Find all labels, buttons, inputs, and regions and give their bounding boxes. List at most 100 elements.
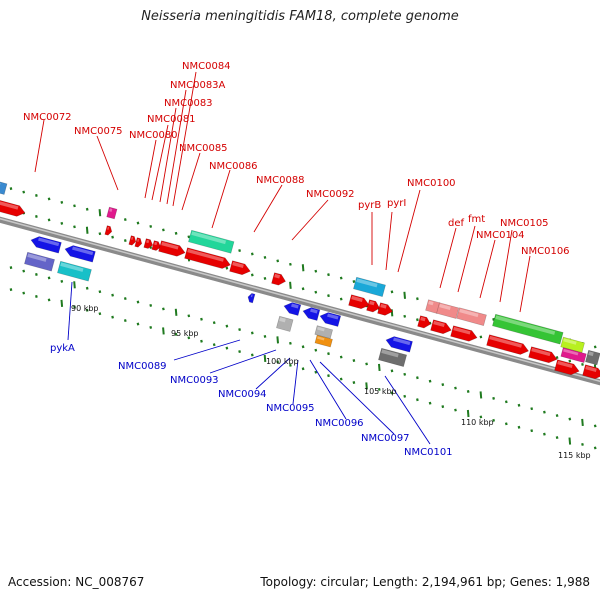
reverse-gene-arrow[interactable]	[456, 307, 487, 326]
scale-tick	[504, 400, 508, 404]
reverse-gene-arrow[interactable]	[30, 235, 62, 254]
reverse-gene-arrow[interactable]	[560, 336, 585, 353]
scale-tick	[60, 279, 64, 283]
forward-gene-arrow[interactable]	[430, 319, 453, 336]
forward-gene-label[interactable]: NMC0080	[129, 130, 178, 141]
forward-gene-label[interactable]: NMC0086	[209, 161, 258, 172]
reverse-gene-arrow[interactable]	[436, 302, 460, 319]
reverse-gene-label[interactable]: NMC0096	[315, 418, 364, 429]
forward-gene-label[interactable]: def	[448, 218, 465, 229]
reverse-gene-label[interactable]: pykA	[50, 343, 75, 354]
forward-gene-label[interactable]: NMC0088	[256, 175, 305, 186]
scale-ticks	[9, 187, 597, 450]
forward-gene-label[interactable]: NMC0083A	[170, 80, 226, 91]
reverse-gene-arrow[interactable]	[314, 325, 333, 339]
reverse-gene-label[interactable]: NMC0093	[170, 375, 219, 386]
scale-tick	[543, 432, 546, 436]
forward-gene-arrow[interactable]	[486, 334, 530, 357]
forward-gene-label[interactable]: NMC0072	[23, 112, 72, 123]
forward-gene-label[interactable]: NMC0085	[179, 143, 228, 154]
reverse-gene-label[interactable]: NMC0097	[361, 433, 410, 444]
forward-gene-label[interactable]: NMC0081	[147, 114, 196, 125]
scale-tick	[593, 345, 597, 349]
reverse-gene-arrow[interactable]	[492, 313, 564, 345]
forward-gene-arrow[interactable]	[366, 299, 381, 314]
forward-gene-arrow[interactable]	[104, 225, 113, 236]
reverse-gene-arrow[interactable]	[24, 251, 55, 272]
forward-gene-arrow[interactable]	[528, 346, 559, 365]
forward-gene-label[interactable]: NMC0105	[500, 218, 549, 229]
forward-gene-arrow[interactable]	[134, 237, 143, 248]
reverse-gene-arrow[interactable]	[378, 347, 408, 367]
reverse-gene-arrow[interactable]	[188, 229, 235, 254]
reverse-gene-arrow[interactable]	[319, 311, 342, 327]
forward-gene-arrow[interactable]	[348, 294, 371, 311]
forward-gene-label[interactable]: pyrB	[358, 200, 381, 211]
scale-tick	[327, 273, 330, 277]
scale-tick	[73, 281, 76, 289]
gene-callout-line	[253, 184, 283, 233]
forward-gene-label[interactable]: pyrI	[387, 198, 406, 209]
reverse-gene-arrow[interactable]	[302, 306, 321, 321]
forward-gene-arrow[interactable]	[143, 238, 154, 250]
forward-gene-arrow[interactable]	[229, 260, 252, 277]
scale-tick	[365, 362, 368, 366]
reverse-gene-arrow[interactable]	[276, 315, 294, 332]
scale-tick	[289, 363, 292, 367]
scale-tick	[47, 218, 51, 222]
reverse-gene-label[interactable]: NMC0101	[404, 447, 453, 458]
scale-tick	[85, 207, 89, 211]
reverse-gene-arrow[interactable]	[57, 260, 92, 282]
forward-gene-label[interactable]: NMC0104	[476, 230, 525, 241]
gene-callout-line	[144, 139, 157, 199]
forward-gene-label[interactable]: NMC0075	[74, 126, 123, 137]
forward-gene-arrow[interactable]	[158, 240, 187, 258]
forward-gene-label[interactable]: NMC0084	[182, 61, 231, 72]
reverse-gene-label[interactable]: NMC0089	[118, 361, 167, 372]
reverse-gene-arrow[interactable]	[585, 349, 600, 366]
scale-tick	[35, 273, 38, 276]
reverse-gene-arrow[interactable]	[314, 334, 333, 348]
accession-text: Accession: NC_008767	[8, 575, 145, 589]
forward-gene-arrow[interactable]	[450, 325, 479, 343]
forward-gene-arrow[interactable]	[0, 199, 26, 218]
reverse-gene-arrow[interactable]	[0, 180, 8, 195]
scale-tick	[9, 187, 13, 191]
forward-gene-label[interactable]: fmt	[468, 214, 485, 225]
scale-tick	[555, 436, 559, 440]
gene-callout-line	[67, 281, 73, 341]
scale-label: 95 kbp	[171, 329, 199, 338]
scale-tick	[301, 367, 305, 371]
forward-gene-arrow[interactable]	[582, 364, 600, 381]
gene-callout-line	[209, 349, 277, 374]
scale-label: 115 kbp	[558, 451, 591, 460]
forward-gene-arrow[interactable]	[554, 359, 581, 377]
reverse-gene-arrow[interactable]	[106, 206, 118, 220]
reverse-gene-arrow[interactable]	[64, 244, 96, 263]
forward-gene-arrow[interactable]	[184, 247, 232, 271]
reverse-gene-arrow[interactable]	[560, 347, 587, 363]
forward-gene-label[interactable]: NMC0083	[164, 98, 213, 109]
reverse-gene-label[interactable]: NMC0095	[266, 403, 315, 414]
reverse-gene-arrow[interactable]	[353, 276, 386, 298]
scale-tick	[390, 391, 394, 395]
scale-tick	[60, 299, 64, 307]
reverse-gene-arrow[interactable]	[247, 293, 256, 304]
scale-tick	[339, 297, 343, 301]
forward-gene-arrow[interactable]	[151, 240, 162, 252]
forward-gene-label[interactable]: NMC0106	[521, 246, 570, 257]
gene-callout-line	[34, 119, 45, 173]
forward-gene-arrow[interactable]	[271, 272, 287, 287]
reverse-gene-label[interactable]: NMC0094	[218, 389, 267, 400]
scale-tick	[250, 252, 254, 256]
reverse-gene-arrow[interactable]	[283, 301, 302, 316]
forward-gene-label[interactable]: NMC0100	[407, 178, 456, 189]
forward-gene-label[interactable]: NMC0092	[306, 189, 355, 200]
forward-gene-arrow[interactable]	[128, 235, 137, 246]
forward-gene-arrow[interactable]	[417, 315, 432, 330]
scale-tick	[327, 294, 330, 298]
scale-tick	[479, 335, 483, 339]
scale-tick	[314, 269, 318, 273]
reverse-gene-arrow[interactable]	[385, 335, 413, 353]
forward-gene-arrow[interactable]	[377, 302, 394, 317]
